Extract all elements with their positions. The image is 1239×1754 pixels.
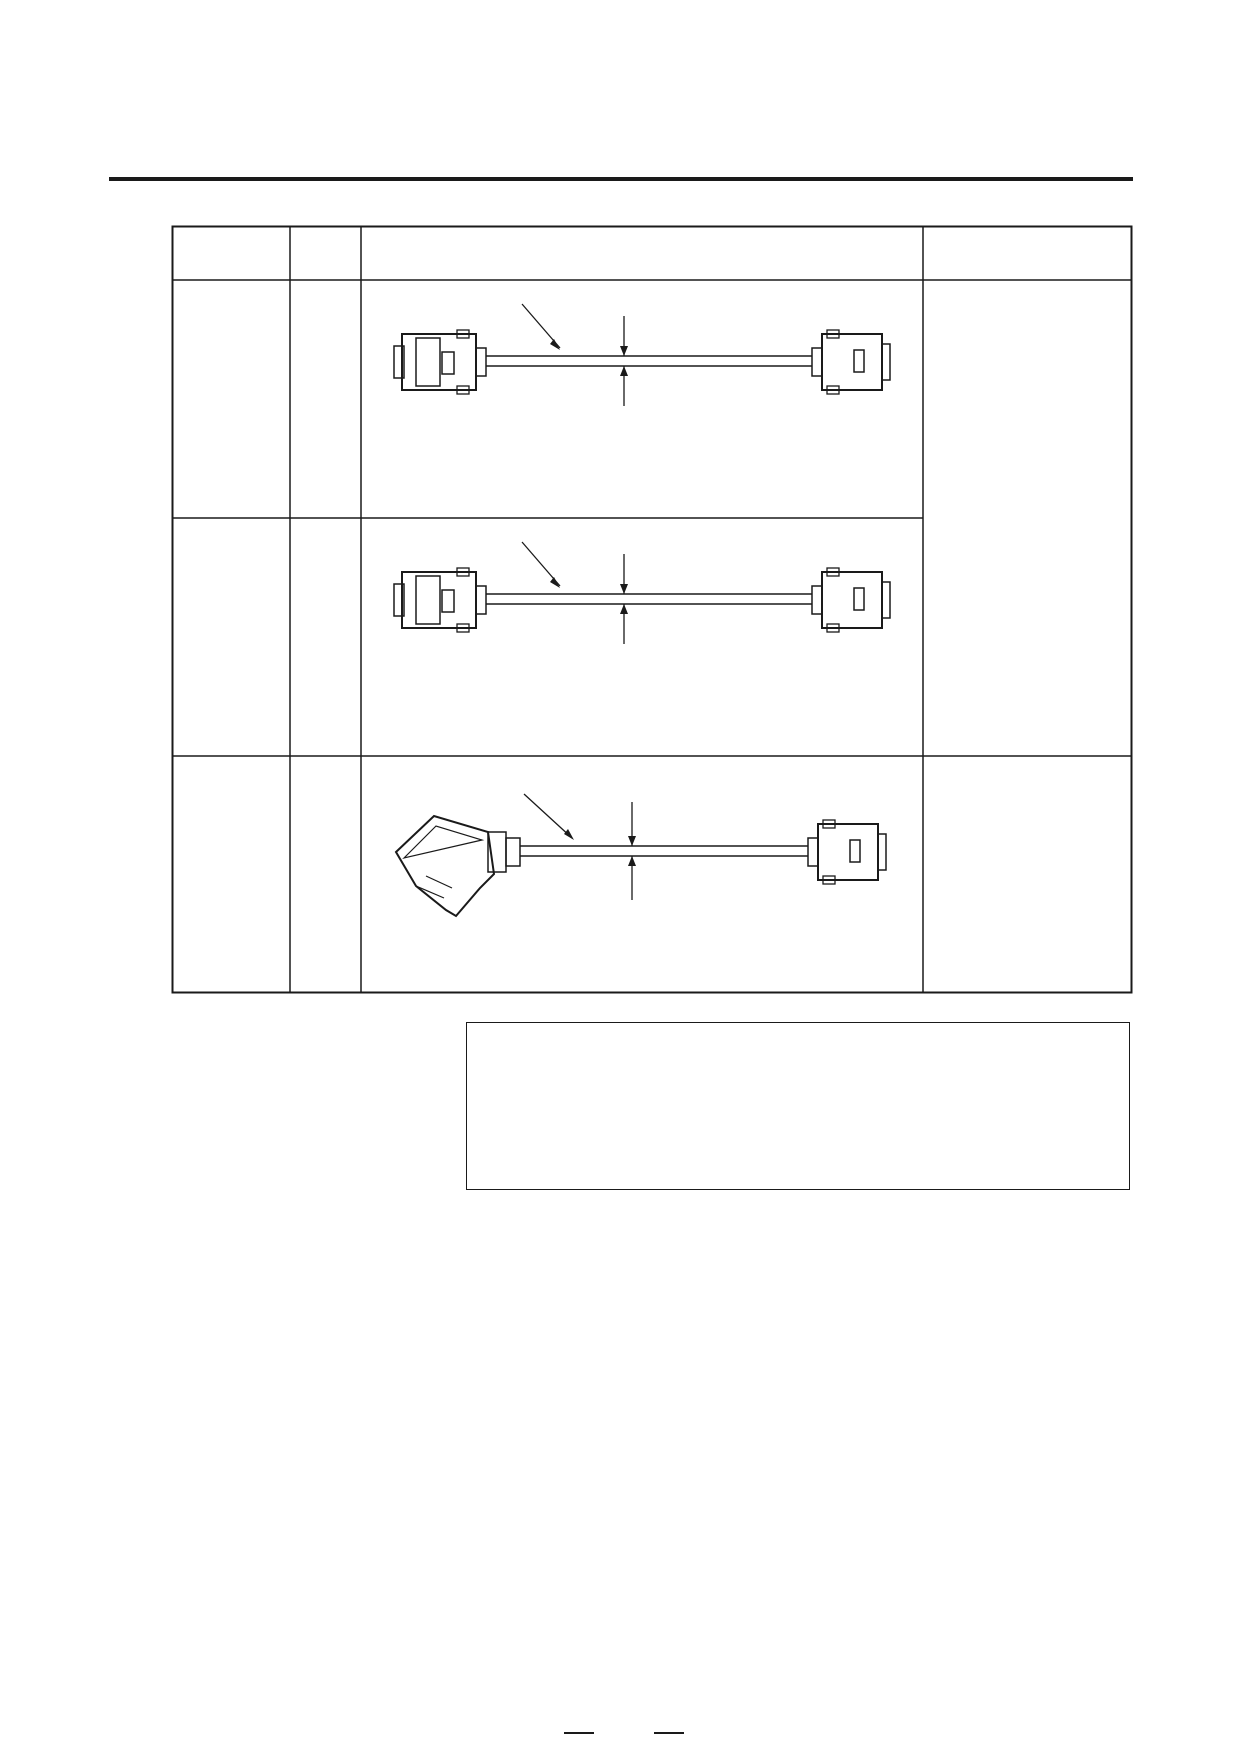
footer-dash-left <box>564 1732 594 1734</box>
cable-drawing-1 <box>393 303 891 407</box>
cable-drawing-2 <box>393 541 891 645</box>
cable-drawing-3 <box>394 793 887 918</box>
header-rule <box>109 177 1133 181</box>
footer-dash-right <box>654 1732 684 1734</box>
note-box <box>466 1022 1130 1190</box>
